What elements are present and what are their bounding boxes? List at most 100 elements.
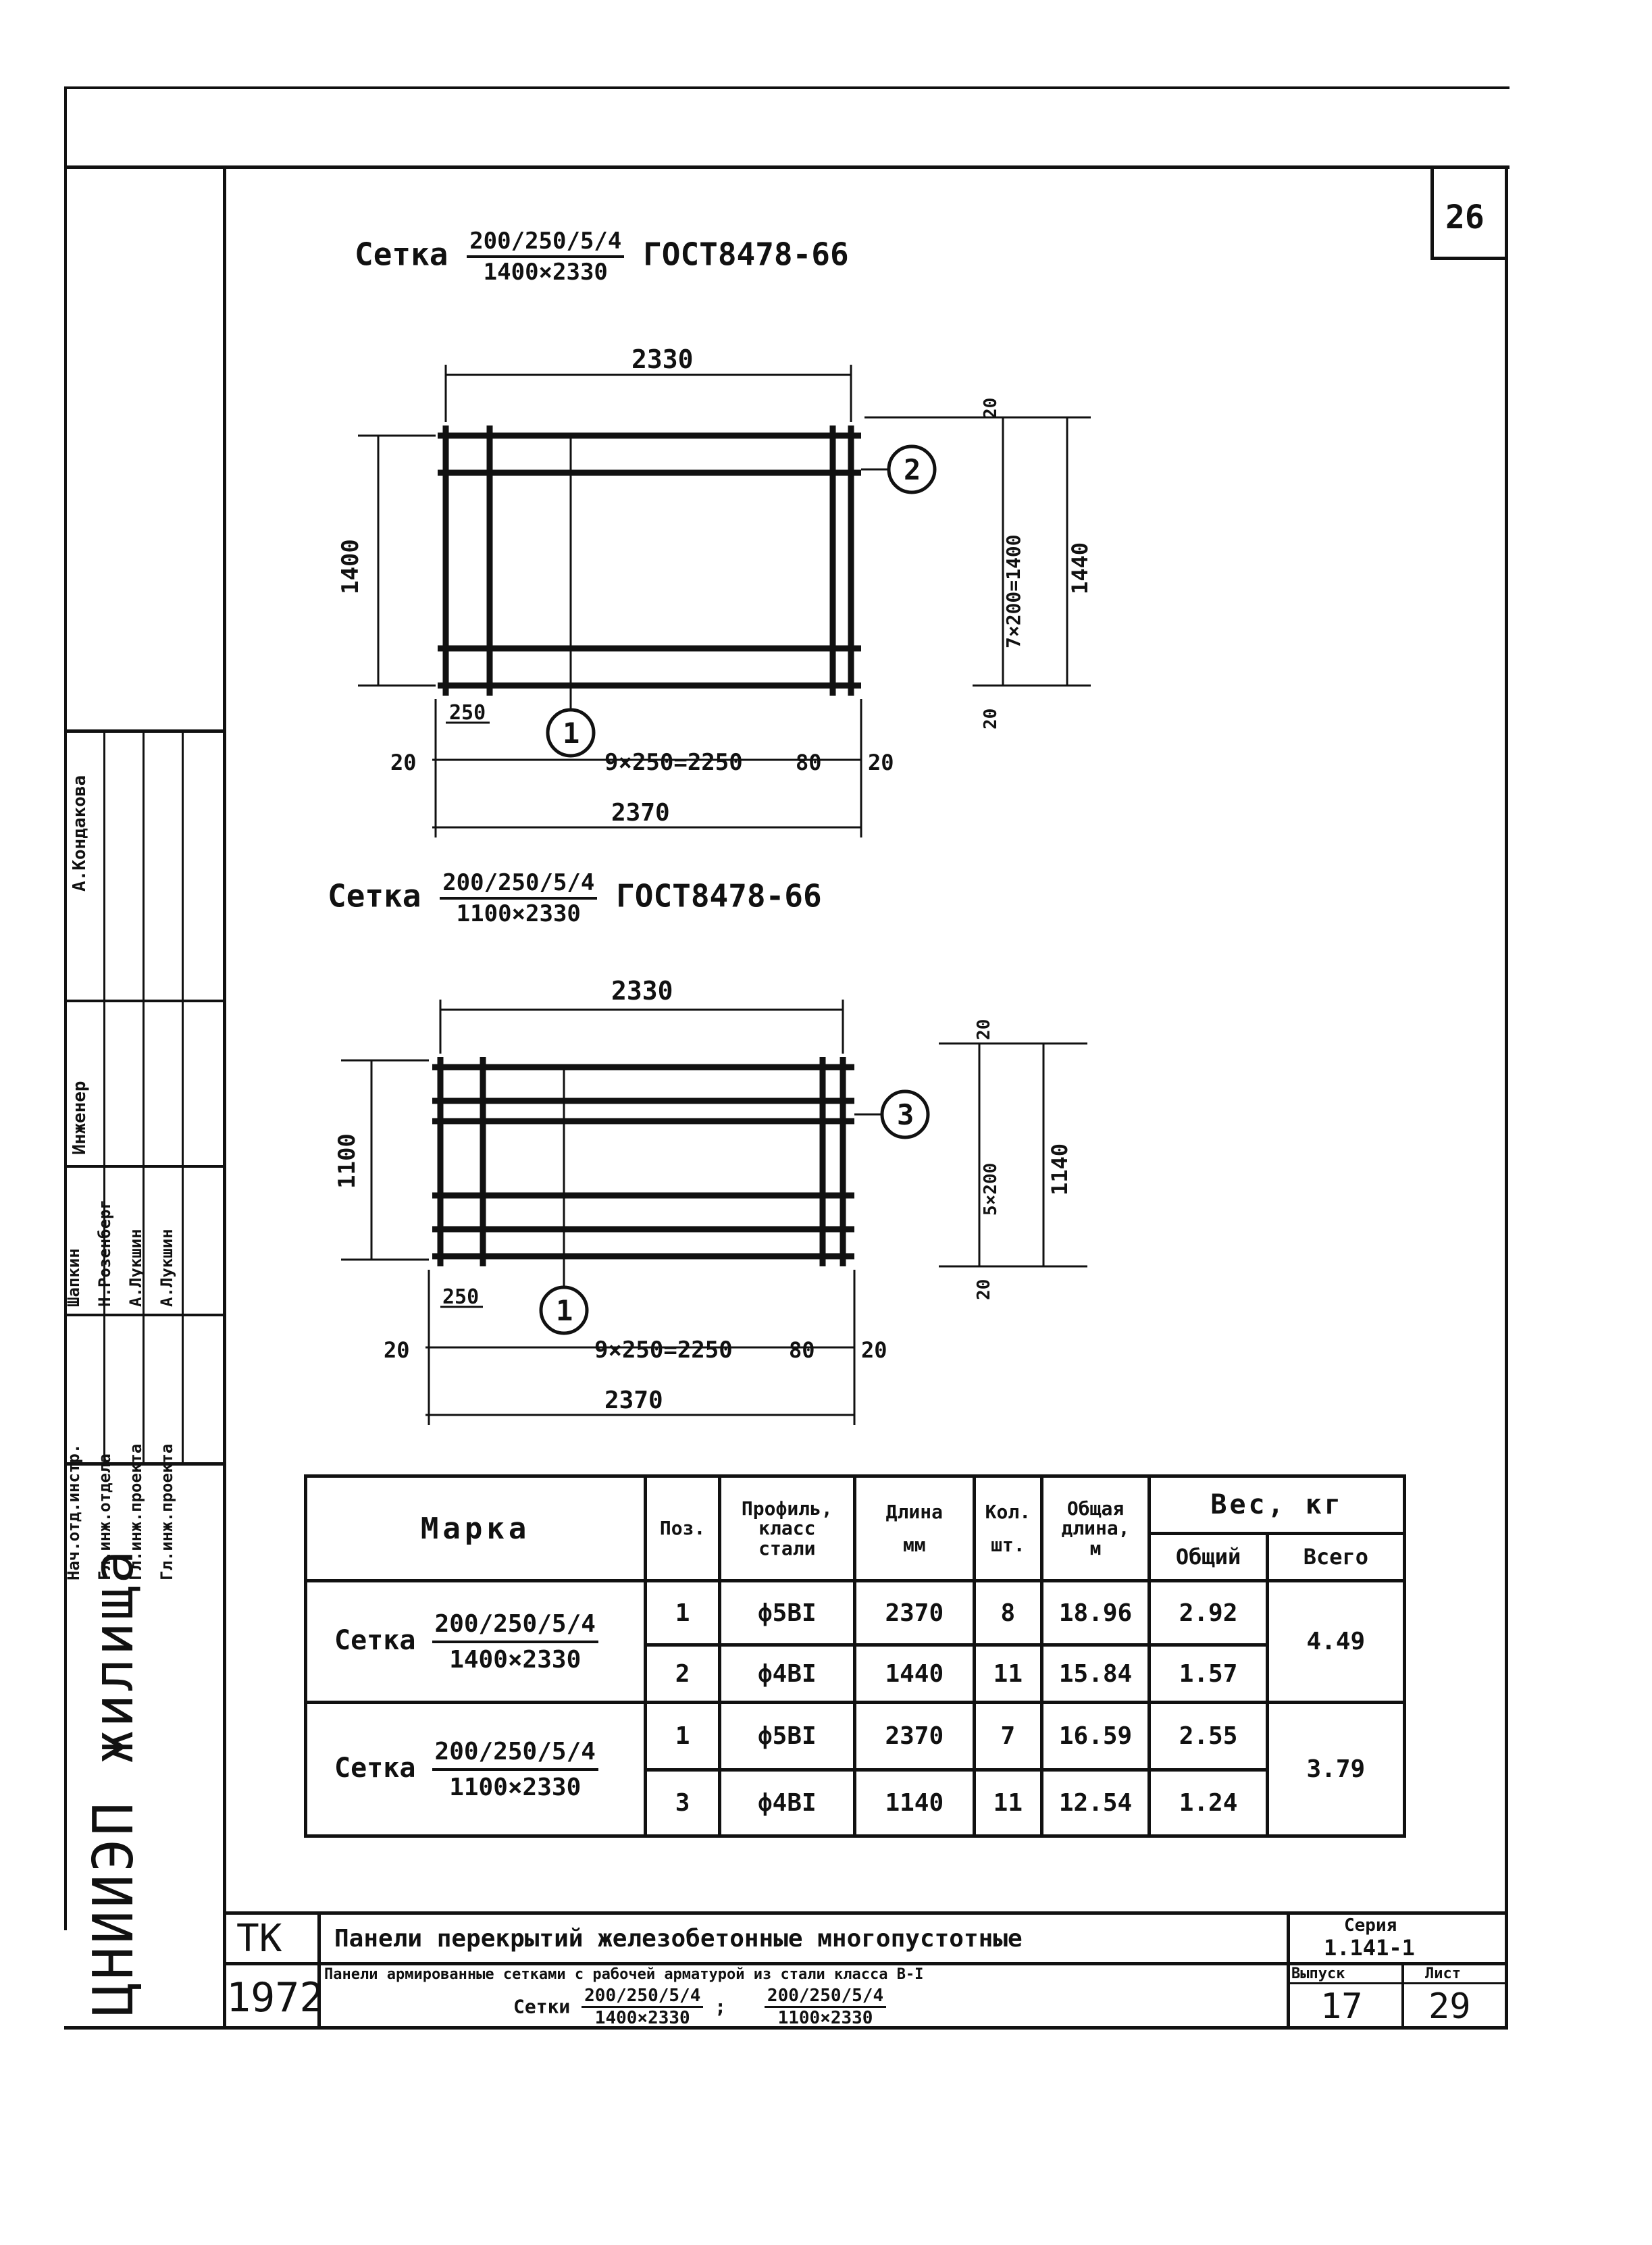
mesh2-callout-cross: 3 [897,1098,914,1131]
titleblock-issue-value: 17 [1320,1986,1363,2027]
group2-prefix: Сетка [334,1752,416,1784]
titleblock-year: 1972 [226,1974,324,2021]
mesh2-prefix: Сетка [328,877,421,914]
header-mark: Марка [303,1474,648,1582]
header-total-length-unit: м [1089,1537,1102,1559]
mesh2-title: Сетка 200/250/5/4 1100×2330 ГОСТ8478-66 [328,871,822,925]
signature-role: Гл.инж.отдела [95,1453,114,1580]
group1-den: 1400×2330 [449,1645,582,1674]
mesh2-callout-rod: 1 [556,1294,573,1327]
group2-fraction: 200/250/5/4 1100×2330 [432,1738,598,1801]
mesh1-dim-right-top: 20 [981,398,1001,419]
titleblock-sheet-label: Лист [1425,1965,1461,1982]
header-length: Длина мм [852,1474,976,1582]
stamp-divider [64,1462,223,1466]
mesh2-drawing: 3 1 2330 1100 1140 5×200 20 20 250 20 9×… [334,976,1087,1425]
inner-frame-right [1505,165,1508,2030]
outer-frame-top [64,86,1509,89]
titleblock-sheet-divider [1401,1965,1404,2030]
mesh1-dim-bottom-total: 2370 [611,799,670,827]
titleblock-subtitle-prefix: Сетки [513,1995,571,2018]
mesh2-dim-left: 1100 [334,1133,361,1189]
header-qty: Кол. шт. [972,1474,1043,1582]
header-total-length: Общая длина, м [1039,1474,1152,1582]
titleblock-top [223,1911,1506,1915]
table-cell: 2.92 [1147,1579,1269,1647]
group2-den: 1100×2330 [449,1773,582,1801]
titleblock-meshes: Сетки 200/250/5/4 1400×2330 ; 200/250/5/… [513,1987,887,2028]
header-length-unit: мм [902,1534,926,1556]
mesh2-dim-bottom-right-inner: 80 [789,1337,815,1363]
table-cell: 8 [972,1579,1043,1647]
table-cell: ф4ВI [717,1643,856,1704]
signature-role: Гл.инж.проекта [157,1443,176,1580]
table-cell: 7 [972,1701,1043,1772]
stamp-col [103,733,105,1462]
mesh1-fraction: 200/250/5/4 1400×2330 [467,230,625,284]
mesh1-dim-top: 2330 [631,344,694,374]
group1-fraction: 200/250/5/4 1400×2330 [432,1610,598,1674]
mesh2-fraction: 200/250/5/4 1100×2330 [440,871,598,927]
table-cell: 2.55 [1147,1701,1269,1772]
table-cell: 3 [644,1768,721,1838]
mesh2-dim-bottom-right: 20 [861,1337,887,1363]
mesh1-dim-left: 1400 [337,539,364,594]
inner-frame-bottom [64,2026,1508,2030]
mesh1-dim-right-step: 7×200=1400 [1002,534,1025,648]
mesh2-num: 200/250/5/4 [440,871,598,900]
mesh2-dim-right-total: 1140 [1047,1143,1073,1195]
table-cell: ф5ВI [717,1701,856,1772]
group1-total: 4.49 [1265,1579,1407,1704]
sheet-number: 26 [1445,199,1485,236]
titleblock-issue-rule [1287,1982,1506,1984]
group2-mark: Сетка 200/250/5/4 1100×2330 [303,1701,648,1838]
table-cell: 1 [644,1701,721,1772]
sheet-number-box [1430,169,1508,260]
mesh1-dim-right-bottom: 20 [981,708,1001,729]
mesh2-dim-right-bottom: 20 [974,1279,994,1300]
table-cell: 18.96 [1039,1579,1152,1647]
group1-prefix: Сетка [334,1624,416,1656]
organisation-name: ЦНИИЭП жилища [82,1547,146,2016]
group1-mark: Сетка 200/250/5/4 1400×2330 [303,1579,648,1704]
mesh2-dim-right-top: 20 [974,1019,994,1040]
table-cell: 1 [644,1579,721,1647]
mesh2-den: 1100×2330 [456,900,581,927]
mesh2-gost: ГОСТ8478-66 [616,877,822,914]
specification-table: Марка Поз. Профиль, класс стали Длина мм… [303,1474,1407,1838]
titleblock-den-1: 1400×2330 [594,2008,690,2028]
titleblock-series-value: 1.141-1 [1324,1935,1415,1961]
table-cell: ф5ВI [717,1579,856,1647]
table-cell: 2370 [852,1579,976,1647]
mesh1-dim-right-total: 1440 [1067,542,1093,594]
mesh1-dim-bottom-right-inner: 80 [796,750,822,775]
titleblock-code-divider [317,1911,321,2030]
header-qty-label: Кол. [985,1500,1031,1523]
group2-num: 200/250/5/4 [432,1738,598,1771]
titleblock-series-divider [1287,1911,1290,2030]
group2-total: 3.79 [1265,1701,1407,1838]
mesh2-dim-bottom-step: 9×250=2250 [594,1337,733,1364]
table-cell: 11 [972,1768,1043,1838]
stamp-col [182,733,184,1462]
titleblock-den-2: 1100×2330 [777,2008,873,2028]
header-total-length-label: Общая длина, [1061,1497,1130,1540]
table-cell: 16.59 [1039,1701,1152,1772]
header-qty-unit: шт. [991,1534,1025,1556]
signature-top-name: А.Кондакова [70,775,90,892]
titleblock-title: Панели перекрытий железобетонные многопу… [334,1925,1023,1953]
mesh1-dim-bottom-step: 9×250=2250 [604,749,743,776]
titleblock-fraction-2: 200/250/5/4 1100×2330 [764,1987,887,2028]
table-cell: 1440 [852,1643,976,1704]
titleblock-issue-label: Выпуск [1291,1965,1345,1982]
signature-top-role: Инженер [70,1081,90,1155]
signature-names: Шапкин Н.Розенберг А.Лукшин А.Лукшин [64,1162,176,1307]
mesh1-callout-rod: 1 [563,717,579,750]
signature-name: Шапкин [64,1248,83,1307]
header-pos: Поз. [644,1474,721,1582]
mesh1-callout-cross: 2 [904,453,921,486]
mesh1-dim-bottom-left: 20 [390,750,417,775]
table-cell: 2370 [852,1701,976,1772]
mesh2-dim-right-step: 5×200 [981,1163,1001,1216]
